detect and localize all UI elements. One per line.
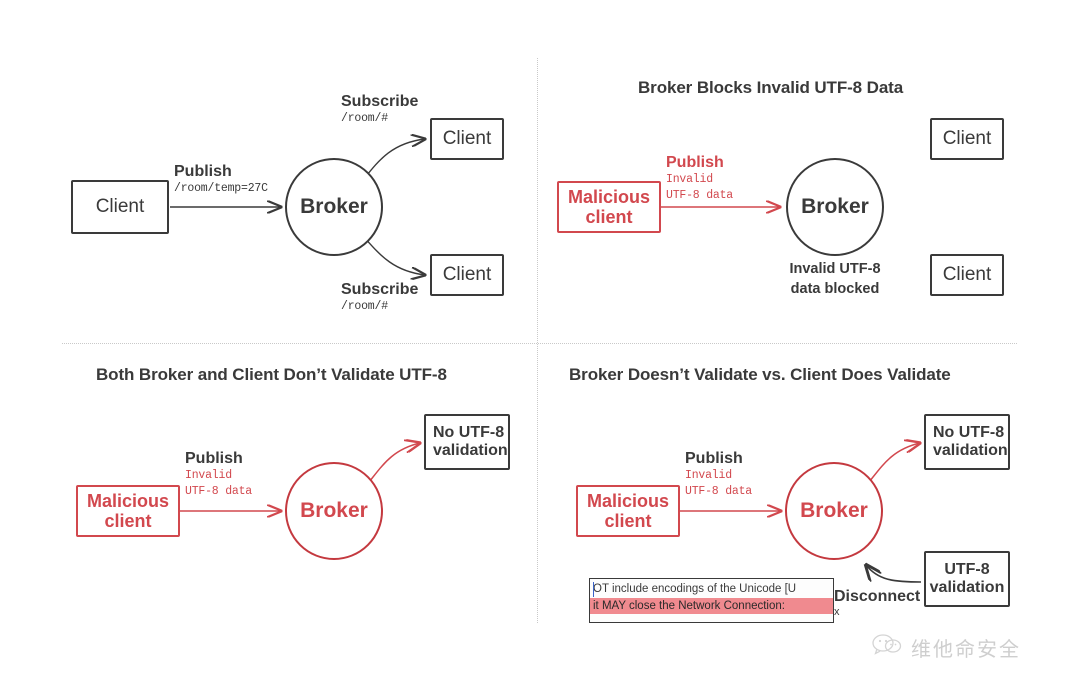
q2-publish-line2: UTF-8 data (666, 188, 734, 202)
q2-malicious-client-line2: client (585, 207, 633, 227)
watermark: 维他命安全 (872, 633, 1021, 662)
q1-subscribe-top-topic: /room/# (341, 112, 388, 126)
q2-broker-label: Broker (801, 195, 869, 218)
q2-blocked-note-line2: data blocked (790, 280, 880, 297)
q2-client-top-box[interactable]: Client (930, 118, 1004, 160)
q3-broker-circle[interactable]: Broker (285, 462, 383, 560)
q1-publisher-client-box[interactable]: Client (71, 180, 169, 234)
q1-subscriber-top-box[interactable]: Client (430, 118, 504, 160)
q1-broker-label: Broker (300, 195, 368, 218)
q4-title: Broker Doesn’t Validate vs. Client Does … (569, 365, 951, 384)
divider-horizontal (62, 343, 1017, 344)
q1-subscribe-top-title: Subscribe (341, 93, 419, 110)
watermark-text: 维他命安全 (911, 637, 1021, 661)
q2-client-bottom-box[interactable]: Client (930, 254, 1004, 296)
q4-no-validation-line2: validation (933, 442, 1008, 459)
q3-malicious-client-line1: Malicious (86, 490, 170, 511)
text-caret (593, 582, 594, 597)
q2-client-bottom-label: Client (942, 264, 992, 286)
q3-publish-title: Publish (185, 450, 243, 467)
q4-spec-snippet-line1: OT include encodings of the Unicode [U (593, 583, 797, 595)
q2-blocked-note-line1: Invalid UTF-8 (789, 261, 881, 277)
q3-title: Both Broker and Client Don’t Validate UT… (96, 365, 447, 384)
q4-disconnect-arrow (866, 565, 922, 583)
q2-publish-label: Publish Invalid UTF-8 data (666, 154, 733, 203)
q2-malicious-client-line1: Malicious (567, 186, 651, 207)
q1-subscriber-bottom-label: Client (442, 264, 492, 286)
q4-disconnect-label: Disconnect (834, 586, 920, 608)
q3-no-validation-line1: No UTF-8 (433, 424, 505, 442)
q1-subscriber-bottom-box[interactable]: Client (430, 254, 504, 296)
q2-publish-line1: Invalid (666, 173, 713, 187)
q4-spec-snippet-line2: it MAY close the Network Connection: (590, 597, 833, 615)
q4-disconnect-sub-label: x (834, 606, 840, 618)
q4-disconnect-text: Disconnect (834, 588, 921, 605)
q3-publish-line2: UTF-8 data (185, 484, 253, 498)
divider-vertical (537, 58, 538, 623)
q4-publish-title: Publish (685, 450, 743, 467)
q2-publish-title: Publish (666, 154, 724, 171)
q1-publish-title: Publish (174, 163, 232, 180)
q4-malicious-client-line1: Malicious (586, 490, 670, 511)
wechat-icon-svg (872, 634, 902, 655)
q4-malicious-client-box[interactable]: Malicious client (576, 485, 680, 537)
q3-publish-line1: Invalid (185, 469, 232, 483)
q3-no-validation-line2: validation (433, 442, 508, 459)
q4-validation-line1: UTF-8 (944, 561, 990, 579)
q2-broker-circle[interactable]: Broker (786, 158, 884, 256)
q4-broker-to-client-arrow (864, 443, 920, 488)
q2-malicious-client-box[interactable]: Malicious client (557, 181, 661, 233)
q3-malicious-client-box[interactable]: Malicious client (76, 485, 180, 537)
q4-validation-box[interactable]: UTF-8 validation (924, 551, 1010, 607)
q4-malicious-client-line2: client (604, 511, 652, 531)
q2-blocked-note: Invalid UTF-8 data blocked (773, 260, 897, 299)
q1-publish-topic: /room/temp=27C (174, 182, 268, 196)
q3-publish-label: Publish Invalid UTF-8 data (185, 450, 252, 499)
q4-broker-label: Broker (800, 499, 868, 522)
wechat-icon (872, 634, 902, 661)
q4-broker-circle[interactable]: Broker (785, 462, 883, 560)
q4-publish-line2: UTF-8 data (685, 484, 753, 498)
q2-client-top-label: Client (942, 128, 992, 150)
q4-spec-snippet[interactable]: OT include encodings of the Unicode [U i… (589, 578, 834, 623)
q1-subscribe-bottom-label: Subscribe /room/# (341, 281, 418, 315)
q4-publish-label: Publish Invalid UTF-8 data (685, 450, 752, 499)
q4-no-validation-box[interactable]: No UTF-8 validation (924, 414, 1010, 470)
q1-subscribe-bottom-topic: /room/# (341, 300, 388, 314)
q1-broker-circle[interactable]: Broker (285, 158, 383, 256)
q4-no-validation-line1: No UTF-8 (933, 424, 1005, 442)
q1-publisher-client-label: Client (95, 196, 145, 218)
q4-validation-line2: validation (929, 579, 1005, 596)
q3-broker-label: Broker (300, 499, 368, 522)
q4-publish-line1: Invalid (685, 469, 732, 483)
q2-title: Broker Blocks Invalid UTF-8 Data (638, 78, 904, 97)
q1-publish-label: Publish /room/temp=27C (174, 163, 268, 197)
q1-subscribe-bottom-title: Subscribe (341, 281, 419, 298)
q1-subscribe-top-label: Subscribe /room/# (341, 93, 418, 127)
q3-no-validation-box[interactable]: No UTF-8 validation (424, 414, 510, 470)
q3-malicious-client-line2: client (104, 511, 152, 531)
q1-subscriber-top-label: Client (442, 128, 492, 150)
